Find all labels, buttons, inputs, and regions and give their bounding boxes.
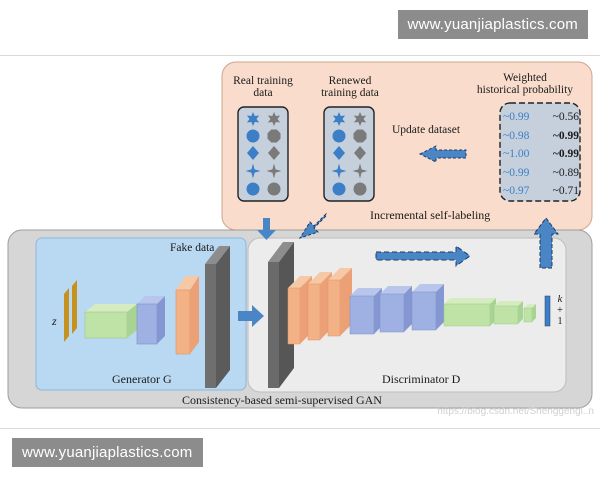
probability-left: ~0.99 [503,111,530,123]
diamond-symbol-icon [268,146,280,160]
star4-symbol-icon [331,163,347,179]
generator-layer-1 [84,304,137,339]
star6-symbol-icon [267,112,281,126]
discriminator-mid-layers [349,284,444,335]
renewed-data-box [323,106,375,202]
renewed-training-label-line1: Renewed [328,75,372,87]
weighted-prob-label: Weighted historical probability [466,72,584,96]
probability-row: ~0.97 ~0.71 [503,182,579,201]
generator-layer-3 [175,276,199,355]
consistency-gan-label: Consistency-based semi-supervised GAN [182,393,382,407]
renewed-to-disc-arrow-icon [298,212,327,239]
circle-symbol-icon [353,182,367,196]
z-input-icon [64,280,77,342]
star6-symbol-icon [246,112,260,126]
diamond-symbol-icon [333,146,345,160]
weighted-prob-label-line1: Weighted [503,72,547,84]
discriminator-input-slab [268,242,294,388]
probability-row: ~0.99 ~0.56 [503,108,579,127]
probability-right: ~0.89 [552,166,579,179]
output-to-probability-arrow-icon [533,217,559,269]
fake-data-label: Fake data [170,242,215,254]
watermark-top: www.yuanjiaplastics.com [397,10,588,39]
probability-right: ~0.99 [552,148,579,160]
octagon-symbol-icon [267,129,281,143]
renewed-training-label-line2: training data [321,87,379,99]
update-arrow-icon [418,145,467,163]
octagon-symbol-icon [353,129,367,143]
disc-flow-arrow-icon [375,245,471,267]
probability-left: ~0.98 [503,129,530,142]
output-label-k: k [557,294,563,305]
output-layer [544,295,551,327]
fake-data-slab [205,246,230,388]
z-label: z [52,314,57,328]
real-to-disc-arrow-icon [257,218,276,240]
real-training-label-line1: Real training [233,75,293,87]
circle-symbol-icon [246,129,260,143]
circle-symbol-icon [246,182,260,196]
generator-layer-2 [136,296,165,345]
watermark-bottom: www.yuanjiaplastics.com [12,438,203,467]
star4-symbol-icon [245,163,261,179]
probability-left: ~1.00 [503,148,530,160]
update-dataset-label: Update dataset [392,124,461,136]
star4-symbol-icon [266,163,282,179]
circle-symbol-icon [267,182,281,196]
output-label-one: 1 [557,316,563,327]
circle-symbol-icon [332,182,346,196]
incremental-label: Incremental self-labeling [370,208,491,222]
real-data-box [237,106,289,202]
generator-label: Generator G [112,372,172,387]
diamond-symbol-icon [354,146,366,160]
probability-row: ~0.98 ~0.99 [503,127,579,146]
discriminator-dense-layers [443,298,536,327]
output-label: k + 1 [556,294,564,327]
discriminator-label: Discriminator D [382,372,461,386]
probability-left: ~0.99 [503,166,530,179]
probability-row: ~1.00 ~0.99 [503,145,579,164]
probability-box [499,102,581,202]
probability-table: ~0.99 ~0.56 ~0.98 ~0.99 ~1.00 ~0.99 ~0.99 ~0.89… [503,108,579,201]
probability-row: ~0.99 ~0.89 [503,164,579,183]
real-data-symbols [245,112,282,196]
renewed-training-label: Renewed training data [316,75,384,99]
circle-symbol-icon [332,129,346,143]
probability-right: ~0.56 [552,111,579,123]
probability-left: ~0.97 [503,185,530,197]
star6-symbol-icon [332,112,346,126]
generator-label-text: Generator G [112,372,172,386]
real-training-label: Real training data [232,75,294,99]
star6-symbol-icon [353,112,367,126]
renewed-data-symbols [331,112,368,196]
probability-right: ~0.71 [552,185,579,197]
output-label-plus: + [557,305,563,316]
discriminator-conv-layers [287,268,352,345]
diamond-symbol-icon [247,146,259,160]
star4-symbol-icon [352,163,368,179]
csdn-credit: https://blog.csdn.net/Shenggengl..n [437,406,594,417]
figure-frame [0,55,600,429]
weighted-prob-label-line2: historical probability [476,84,574,96]
fake-to-disc-arrow-icon [238,305,264,327]
real-training-label-line2: data [253,87,273,99]
probability-right: ~0.99 [552,129,579,142]
